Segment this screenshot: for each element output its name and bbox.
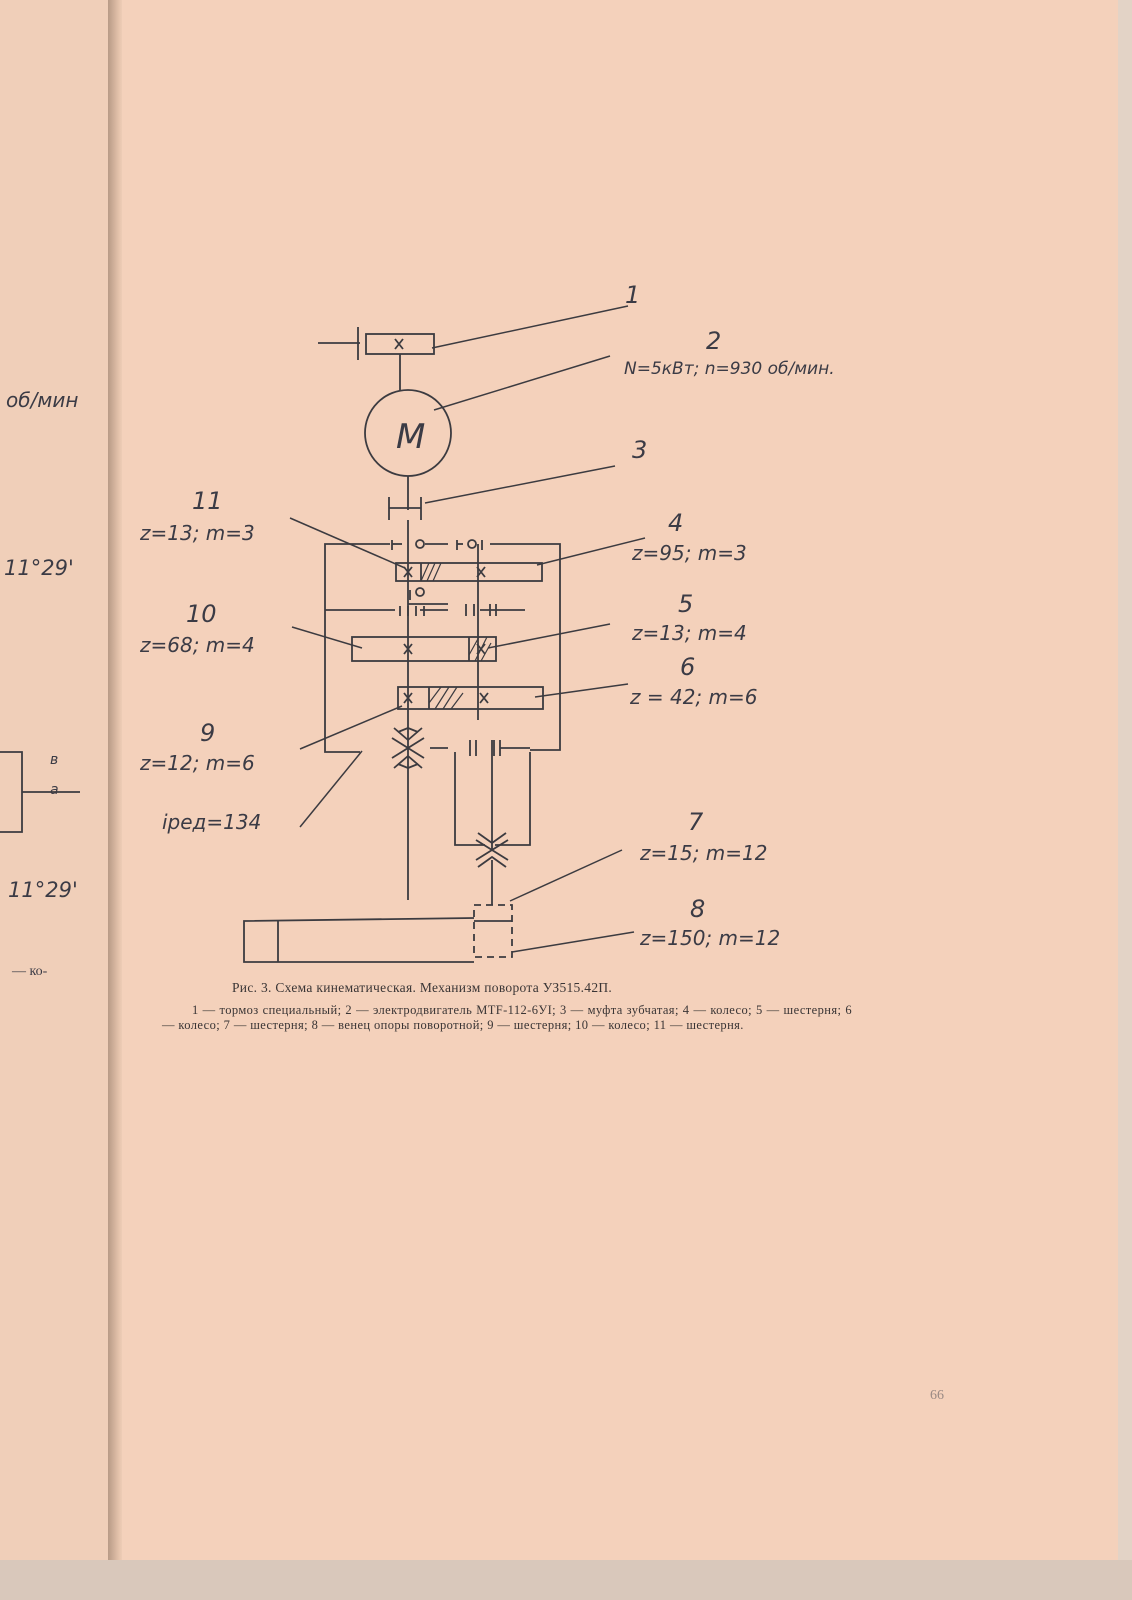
leader-lines <box>289 305 646 953</box>
label-9: 9 <box>200 719 215 747</box>
label-10: 10 <box>186 600 217 628</box>
label-6: 6 <box>680 653 695 681</box>
label-6-spec: z = 42; m=6 <box>629 685 757 709</box>
label-5-spec: z=13; m=4 <box>631 621 747 645</box>
mechanism-drawing <box>243 327 561 963</box>
label-1: 1 <box>625 281 640 309</box>
label-2-spec: N=5кВт; n=930 об/мин. <box>624 359 835 379</box>
left-frag-angle-1: 11°29' <box>4 556 74 580</box>
label-2: 2 <box>706 327 721 355</box>
label-4-spec: z=95; m=3 <box>631 541 747 565</box>
bottom-strip <box>0 1560 1132 1600</box>
label-8: 8 <box>690 895 705 923</box>
label-11: 11 <box>192 487 223 515</box>
gear-10-wheel <box>351 636 497 662</box>
main-page <box>122 0 1120 1588</box>
left-page-sketch <box>0 751 80 833</box>
label-5: 5 <box>678 590 693 618</box>
label-7-spec: z=15; m=12 <box>639 841 768 865</box>
label-8-spec: z=150; m=12 <box>639 926 780 950</box>
pinion-7 <box>473 904 513 958</box>
label-10-spec: z=68; m=4 <box>139 633 255 657</box>
label-9-spec: z=12; m=6 <box>139 751 255 775</box>
gear-ratio: iред=134 <box>162 810 261 834</box>
page-edge <box>1118 0 1132 1600</box>
gear-4-wheel <box>395 562 543 582</box>
left-frag-b: в <box>50 752 59 768</box>
left-page <box>0 0 113 1600</box>
figure-caption-legend: 1 — тормоз специальный; 2 — электродвига… <box>162 1003 852 1032</box>
page-number: 66 <box>930 1388 944 1403</box>
left-frag-a: а <box>50 782 59 798</box>
bevel-gear-lower <box>475 832 509 868</box>
bevel-gear-upper <box>391 727 425 769</box>
gear-6-wheel <box>397 686 544 710</box>
left-frag-text: — ко- <box>12 964 48 979</box>
label-7: 7 <box>688 808 704 836</box>
ring-gear-8 <box>243 917 475 963</box>
figure-caption-title: Рис. 3. Схема кинематическая. Механизм п… <box>232 980 613 995</box>
left-frag-rpm: об/мин <box>6 388 79 412</box>
book-gutter <box>108 0 124 1600</box>
label-4: 4 <box>668 509 683 537</box>
motor-symbol: M <box>396 417 425 457</box>
label-11-spec: z=13; m=3 <box>139 521 255 545</box>
label-3: 3 <box>632 436 647 464</box>
left-frag-angle-2: 11°29' <box>8 878 78 902</box>
